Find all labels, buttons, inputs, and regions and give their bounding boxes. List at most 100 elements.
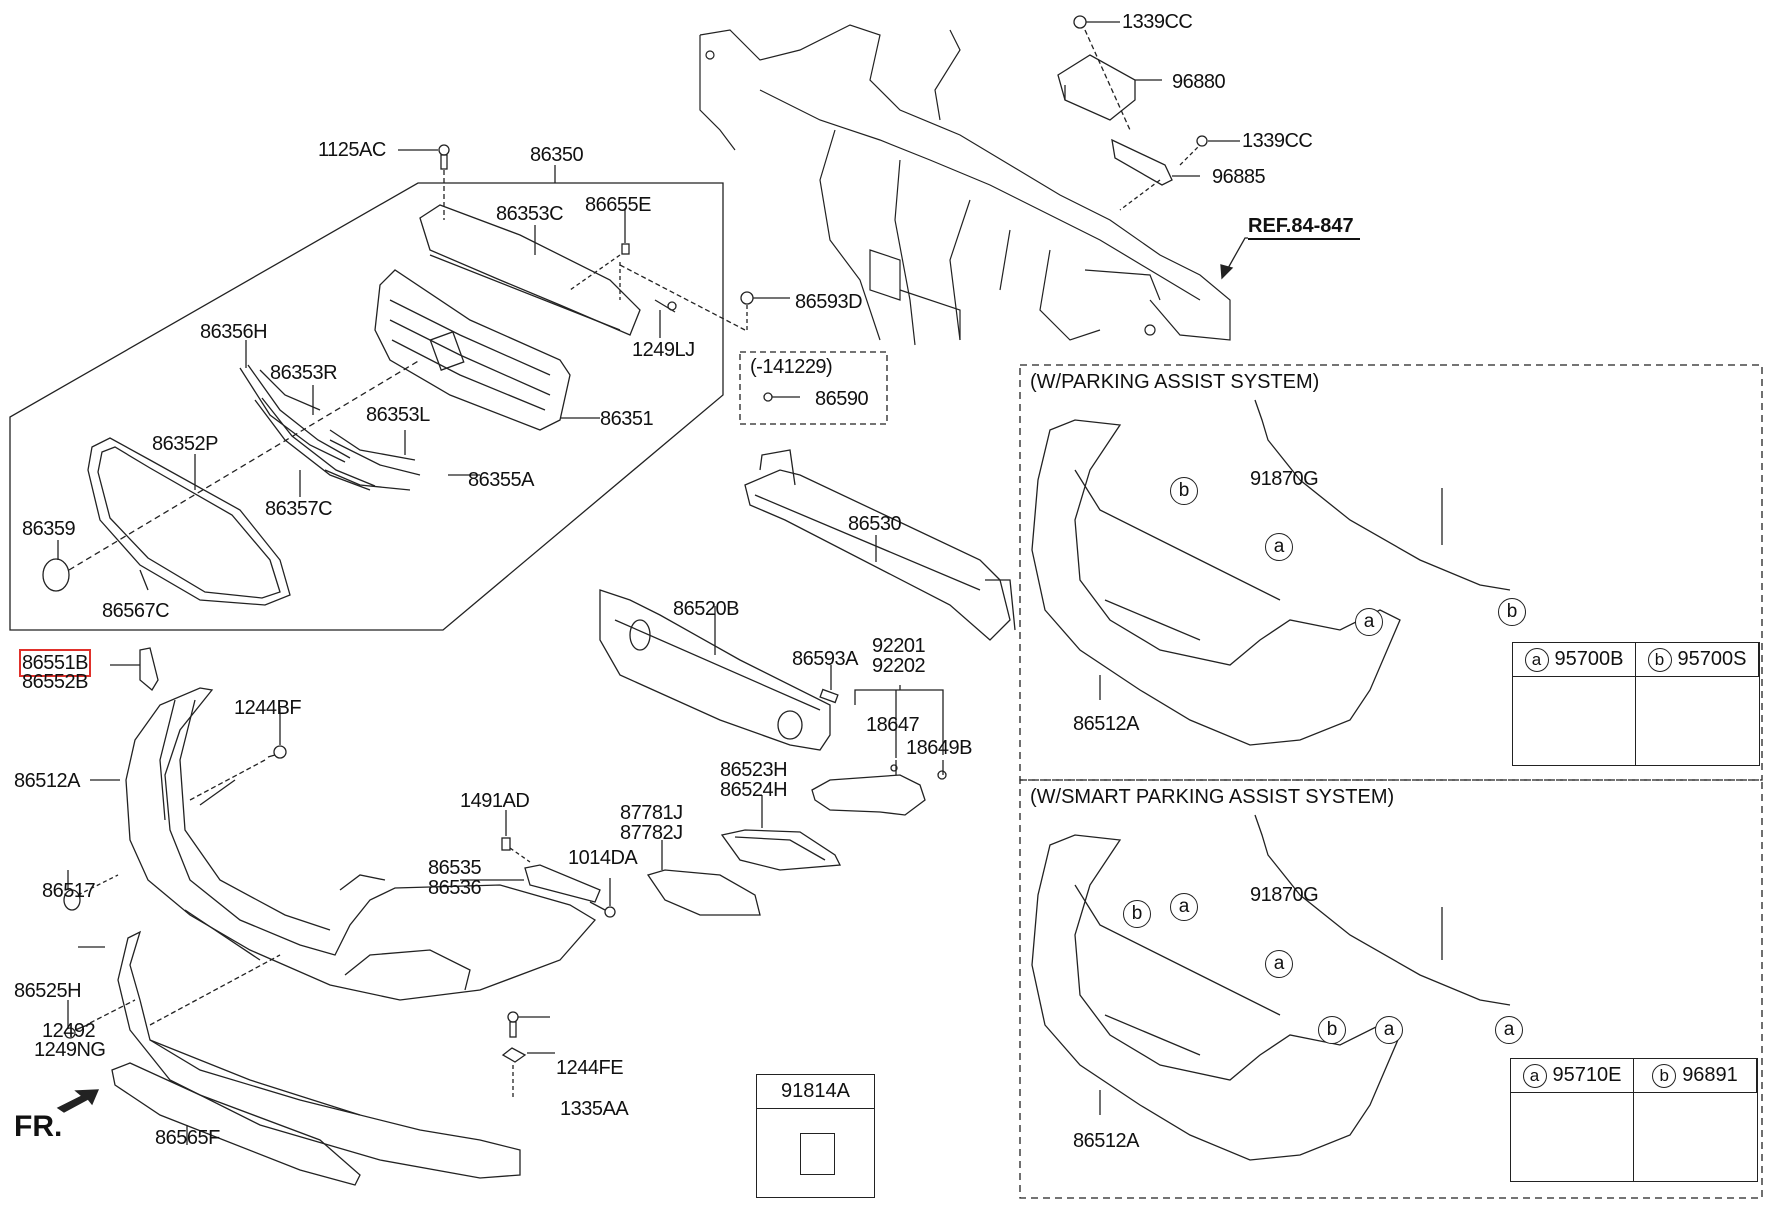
grille-assembly-frame — [9, 182, 724, 631]
bumper-beam-86530 — [744, 449, 1016, 641]
part-label-86551B-highlighted[interactable]: 86551B — [19, 649, 91, 677]
ref-arrow-head — [1220, 264, 1234, 280]
clip-86593D — [740, 291, 790, 330]
grille-trim-strips — [239, 364, 421, 491]
grille-upper-cover-86353C — [419, 204, 641, 336]
front-direction-arrow — [56, 1089, 100, 1113]
part-label-86355A[interactable]: 86355A — [468, 469, 534, 491]
part-label-1125AC[interactable]: 1125AC — [318, 139, 386, 161]
pa-bumper-86512A-top — [1031, 419, 1401, 746]
pa-sensor-a-image — [1513, 676, 1636, 765]
spa-legend-part-a: 95710E — [1552, 1064, 1622, 1086]
part-label-86593D[interactable]: 86593D — [795, 291, 863, 313]
part-label-1491AD[interactable]: 1491AD — [460, 790, 530, 812]
part-label-96880[interactable]: 96880 — [1172, 71, 1226, 93]
part-label-1249NG[interactable]: 1249NG — [34, 1039, 106, 1061]
part-label-12492[interactable]: 12492 — [42, 1020, 96, 1042]
part-label-1014DA[interactable]: 1014DA — [568, 847, 638, 869]
variant-box-141229 — [739, 351, 888, 425]
part-label-1339CC-mid[interactable]: 1339CC — [1242, 130, 1313, 152]
part-label-87781J[interactable]: 87781J — [620, 802, 683, 824]
pa-harness-label[interactable]: 91870G — [1250, 468, 1319, 490]
screw-1014DA — [589, 878, 616, 918]
spa-sensor-a-image — [1511, 1092, 1634, 1181]
spa-sensor-b-image — [1634, 1092, 1757, 1181]
skid-plate-86565F — [111, 1062, 361, 1186]
part-label-86351[interactable]: 86351 — [600, 408, 654, 430]
part-label-18649B[interactable]: 18649B — [906, 737, 972, 759]
part-label-86525H[interactable]: 86525H — [14, 980, 82, 1002]
spa-callout-a-4: a — [1495, 1016, 1523, 1044]
part-label-86359[interactable]: 86359 — [22, 518, 76, 540]
part-label-86590[interactable]: 86590 — [815, 388, 869, 410]
pa-callout-b-1: b — [1170, 477, 1198, 505]
part-label-86523H[interactable]: 86523H — [720, 759, 788, 781]
bracket-86551B — [139, 647, 159, 691]
part-label-86357C[interactable]: 86357C — [265, 498, 333, 520]
part-label-86655E[interactable]: 86655E — [585, 194, 651, 216]
part-label-92201[interactable]: 92201 — [872, 635, 926, 657]
part-label-86530[interactable]: 86530 — [848, 513, 902, 535]
bracket-86535 — [460, 864, 601, 903]
part-label-86353L[interactable]: 86353L — [366, 404, 430, 426]
bolt-1244FE — [507, 1011, 550, 1038]
part-label-91814A: 91814A — [757, 1075, 874, 1109]
part-label-86520B[interactable]: 86520B — [673, 598, 739, 620]
part-label-86512A[interactable]: 86512A — [14, 770, 80, 792]
part-label-86352P[interactable]: 86352P — [152, 433, 218, 455]
bolt-1249NG — [64, 999, 136, 1039]
part-label-1244BF[interactable]: 1244BF — [234, 697, 302, 719]
ref-arrow-line — [1226, 237, 1248, 271]
part-label-1339CC-top[interactable]: 1339CC — [1122, 11, 1193, 33]
radiator-grille-86351 — [374, 269, 571, 431]
part-label-86353C[interactable]: 86353C — [496, 203, 564, 225]
part-label-86535[interactable]: 86535 — [428, 857, 482, 879]
part-label-86350[interactable]: 86350 — [530, 144, 584, 166]
pa-callout-b-2: b — [1498, 598, 1526, 626]
clip-86593A — [819, 688, 839, 704]
spa-harness-label[interactable]: 91870G — [1250, 884, 1319, 906]
part-label-18647[interactable]: 18647 — [866, 714, 920, 736]
part-label-1249LJ[interactable]: 1249LJ — [632, 339, 695, 361]
spa-bumper-label[interactable]: 86512A — [1073, 1130, 1139, 1152]
part-label-86536[interactable]: 86536 — [428, 877, 482, 899]
smart-parking-assist-title: (W/SMART PARKING ASSIST SYSTEM) — [1030, 786, 1395, 808]
fog-cover-87781J — [646, 840, 761, 916]
pa-legend-key-a: a — [1524, 647, 1549, 672]
label-square-icon — [800, 1133, 835, 1175]
part-label-86356H[interactable]: 86356H — [200, 321, 268, 343]
pa-harness-91870G-top — [1254, 399, 1511, 591]
part-label-86593A[interactable]: 86593A — [792, 648, 858, 670]
pa-callout-a-1: a — [1265, 533, 1293, 561]
part-label-1335AA[interactable]: 1335AA — [560, 1098, 629, 1120]
part-label-86552B[interactable]: 86552B — [22, 671, 88, 693]
pa-legend-part-b: 95700S — [1677, 648, 1747, 670]
retainer-1491AD — [501, 810, 531, 863]
spa-callout-a-3: a — [1375, 1016, 1403, 1044]
part-label-86524H[interactable]: 86524H — [720, 779, 788, 801]
part-label-86567C[interactable]: 86567C — [102, 600, 170, 622]
reference-label[interactable]: REF.84-847 — [1248, 215, 1360, 240]
variant-date-label: (-141229) — [750, 356, 833, 378]
part-box-91814A[interactable]: 91814A — [756, 1074, 875, 1198]
pa-bumper-label[interactable]: 86512A — [1073, 713, 1139, 735]
part-label-92202[interactable]: 92202 — [872, 655, 926, 677]
part-label-96885[interactable]: 96885 — [1212, 166, 1266, 188]
front-end-module-carrier — [699, 24, 1231, 346]
part-label-1244FE[interactable]: 1244FE — [556, 1057, 624, 1079]
screw-1249LJ — [619, 264, 746, 338]
front-direction-label: FR. — [14, 1110, 63, 1143]
spa-callout-a-2: a — [1265, 950, 1293, 978]
clip-86655E — [569, 208, 630, 300]
part-label-86353R[interactable]: 86353R — [270, 362, 338, 384]
grille-molding-86352P — [87, 437, 291, 606]
part-label-86565F[interactable]: 86565F — [155, 1127, 220, 1149]
bumper-cover-86512A — [90, 687, 597, 1001]
part-label-87782J[interactable]: 87782J — [620, 822, 683, 844]
part-label-86517[interactable]: 86517 — [42, 880, 96, 902]
